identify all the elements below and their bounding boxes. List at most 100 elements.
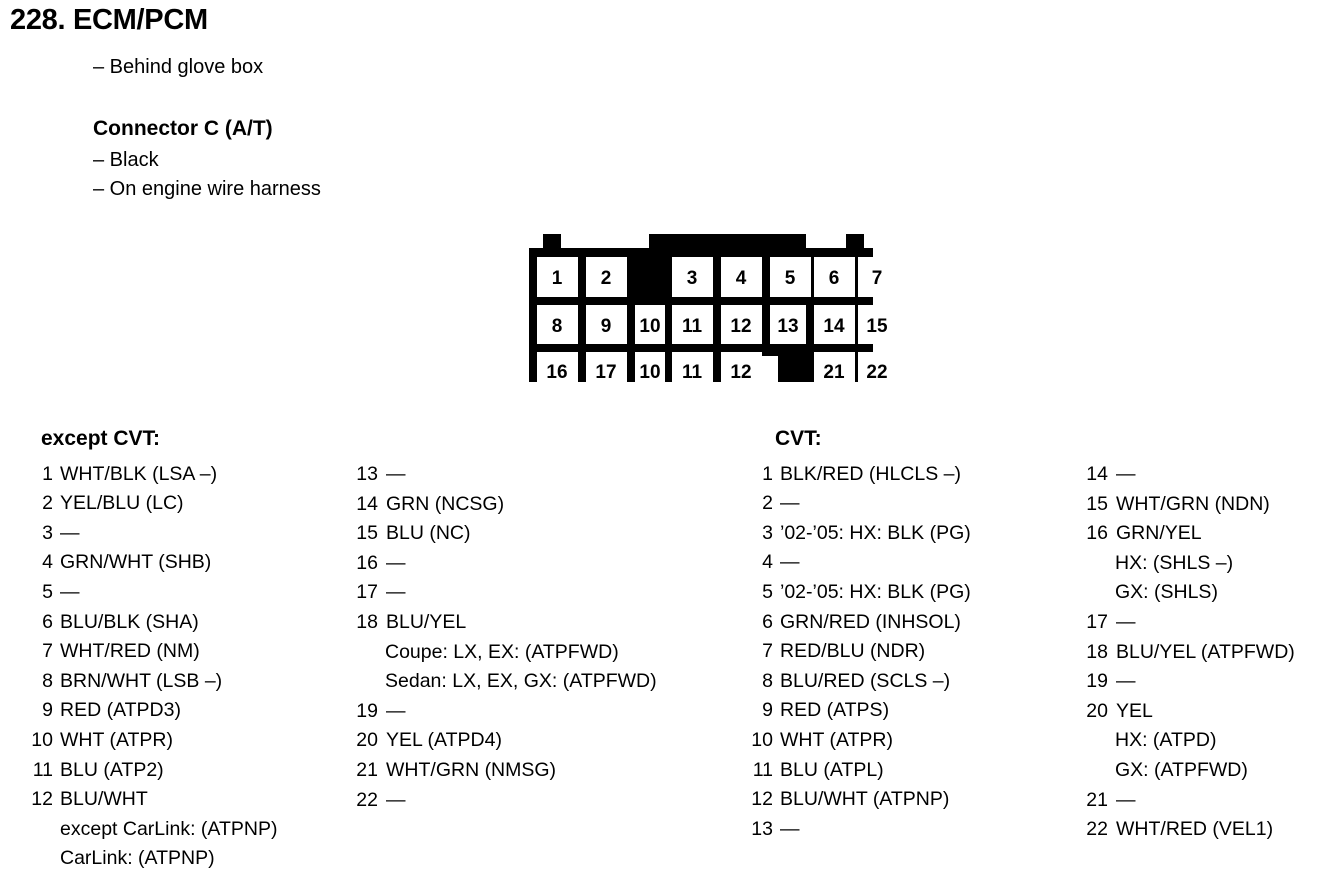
pin-sub-value: except CarLink: (ATPNP)	[60, 817, 278, 840]
pin-sub-value: HX: (ATPD)	[1115, 729, 1217, 752]
pin-number: 1	[42, 462, 53, 485]
pin-value: —	[780, 817, 800, 840]
pin-row: 17—	[1082, 608, 1344, 638]
connector-color-note: – Black	[93, 149, 159, 171]
pin-label-r3c7: 21	[823, 362, 845, 383]
pin-value: —	[386, 788, 406, 811]
pin-sub-value: CarLink: (ATPNP)	[60, 847, 215, 870]
pin-number: 11	[32, 758, 53, 781]
pin-label-r2c5: 12	[730, 316, 751, 337]
pin-number: 6	[42, 610, 53, 633]
pin-cell-4	[721, 257, 762, 297]
pin-row: 2—	[747, 489, 1077, 519]
pin-value: ’02-’05: HX: BLK (PG)	[780, 580, 971, 603]
pin-sub-value: Coupe: LX, EX: (ATPFWD)	[385, 640, 619, 663]
pin-cell-17	[586, 352, 627, 390]
pin-value: WHT/BLK (LSA –)	[60, 462, 218, 485]
pin-value: GRN (NCSG)	[386, 492, 505, 515]
pin-value: —	[780, 492, 800, 515]
pin-cell-5	[770, 257, 811, 297]
pin-value: YEL (ATPD4)	[386, 729, 502, 752]
connector-diagram: 1 2 3 4 5 6 7 8 9 10 11 12 13 14 15 16 1…	[520, 226, 890, 391]
pin-cell-16	[537, 352, 578, 390]
pin-row: 5—	[27, 578, 347, 608]
pin-label-r3c5: 12	[730, 362, 751, 383]
pin-cell-11	[672, 305, 713, 344]
pin-label-r2c8: 15	[866, 316, 888, 337]
pin-cell-7	[858, 257, 890, 297]
pin-value: —	[1116, 788, 1136, 811]
pin-value: —	[386, 699, 406, 722]
pin-number: 9	[762, 699, 773, 722]
pin-number: 13	[356, 463, 378, 485]
pin-number: 5	[762, 580, 773, 603]
pin-label-r1c7: 6	[829, 268, 840, 289]
pin-cell-19	[672, 352, 713, 390]
pin-label-r3c8: 22	[866, 362, 887, 383]
pin-cell-10	[635, 305, 665, 344]
pin-cell-22	[858, 352, 890, 390]
pin-value: —	[60, 521, 80, 544]
pin-number: 10	[31, 728, 53, 751]
pin-number: 4	[762, 551, 773, 574]
pin-row: 18 BLU/YEL	[352, 608, 712, 638]
pin-number: 16	[1086, 522, 1108, 545]
pin-value: —	[386, 463, 406, 485]
pin-number: 8	[762, 669, 773, 692]
pin-label-r1c1: 1	[552, 268, 563, 289]
pin-label-r1c4: 3	[687, 268, 698, 289]
pin-number: 17	[1086, 610, 1108, 633]
pin-value: —	[1116, 463, 1136, 485]
pin-row: 3’02-’05: HX: BLK (PG)	[747, 519, 1077, 549]
pin-number: 10	[751, 728, 773, 751]
pin-value: BLU/WHT	[60, 788, 148, 811]
pin-row: 4—	[747, 548, 1077, 578]
pin-number: 18	[1086, 640, 1108, 663]
pin-sub-value: GX: (SHLS)	[1115, 581, 1218, 604]
pin-number: 14	[1086, 463, 1108, 485]
pin-number: 12	[31, 788, 53, 811]
pin-number: 2	[42, 492, 53, 515]
pin-row: 14 GRN (NCSG)	[352, 490, 712, 520]
pin-row: 21 —	[1082, 786, 1344, 816]
pin-value: BLU (ATPL)	[780, 758, 884, 781]
pin-value: WHT (ATPR)	[60, 728, 174, 751]
pin-value: —	[386, 581, 406, 604]
pin-value: YEL	[1116, 699, 1153, 722]
pin-number: 9	[42, 699, 53, 722]
pin-cell-6	[814, 257, 855, 297]
pin-number: 21	[1086, 788, 1108, 811]
pin-label-r3c1: 16	[546, 362, 567, 383]
pin-row: 19—	[1082, 667, 1344, 697]
pin-cell-1	[537, 257, 578, 297]
pin-label-r2c1: 8	[552, 316, 563, 337]
pin-value: BLU/YEL	[386, 610, 467, 633]
pin-value: BLU (NC)	[386, 522, 471, 545]
pin-value: BLU/WHT (ATPNP)	[780, 788, 950, 811]
pin-label-r1c8: 7	[872, 268, 883, 289]
pin-number: 18	[356, 610, 378, 633]
pin-row: 13—	[747, 815, 1077, 845]
pin-number: 5	[42, 580, 53, 603]
pin-number: 14	[356, 492, 378, 515]
pin-row: 13 —	[352, 460, 712, 490]
pin-row: 14 —	[1082, 460, 1344, 490]
